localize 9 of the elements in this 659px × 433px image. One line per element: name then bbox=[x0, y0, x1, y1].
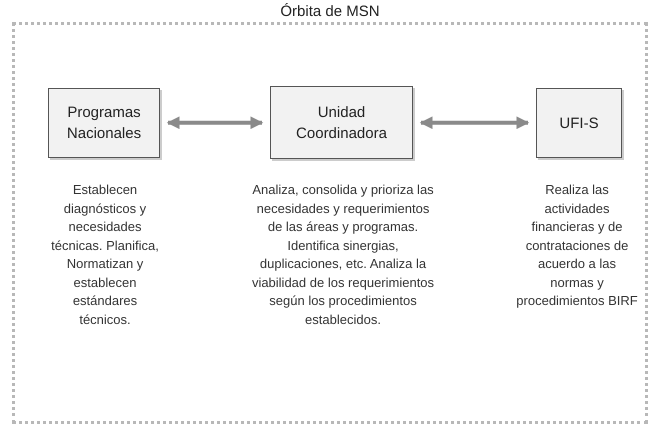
description-text: Establecen diagnósticos y necesidades técnicas. Planifica, Normatizan y establecen estándares técnicos. bbox=[50, 181, 160, 328]
description-text: Analiza, consolida y prioriza las necesidades y requerimientos de las áreas y programas. Identifica sinergias, duplicaciones, etc. Analiza la viabilidad de los requerimientos según los procedimientos establecidos. bbox=[250, 181, 436, 328]
double-arrow bbox=[166, 116, 264, 130]
double-arrow bbox=[420, 116, 530, 130]
process-box: UFI-S bbox=[536, 88, 622, 158]
process-box: Programas Nacionales bbox=[48, 88, 160, 158]
description-text: Realiza las actividades financieras y de contrataciones de acuerdo a las normas y procedimientos BIRF bbox=[516, 181, 638, 310]
process-box: Unidad Coordinadora bbox=[270, 86, 413, 159]
frame-heading: Órbita de MSN bbox=[279, 3, 381, 20]
